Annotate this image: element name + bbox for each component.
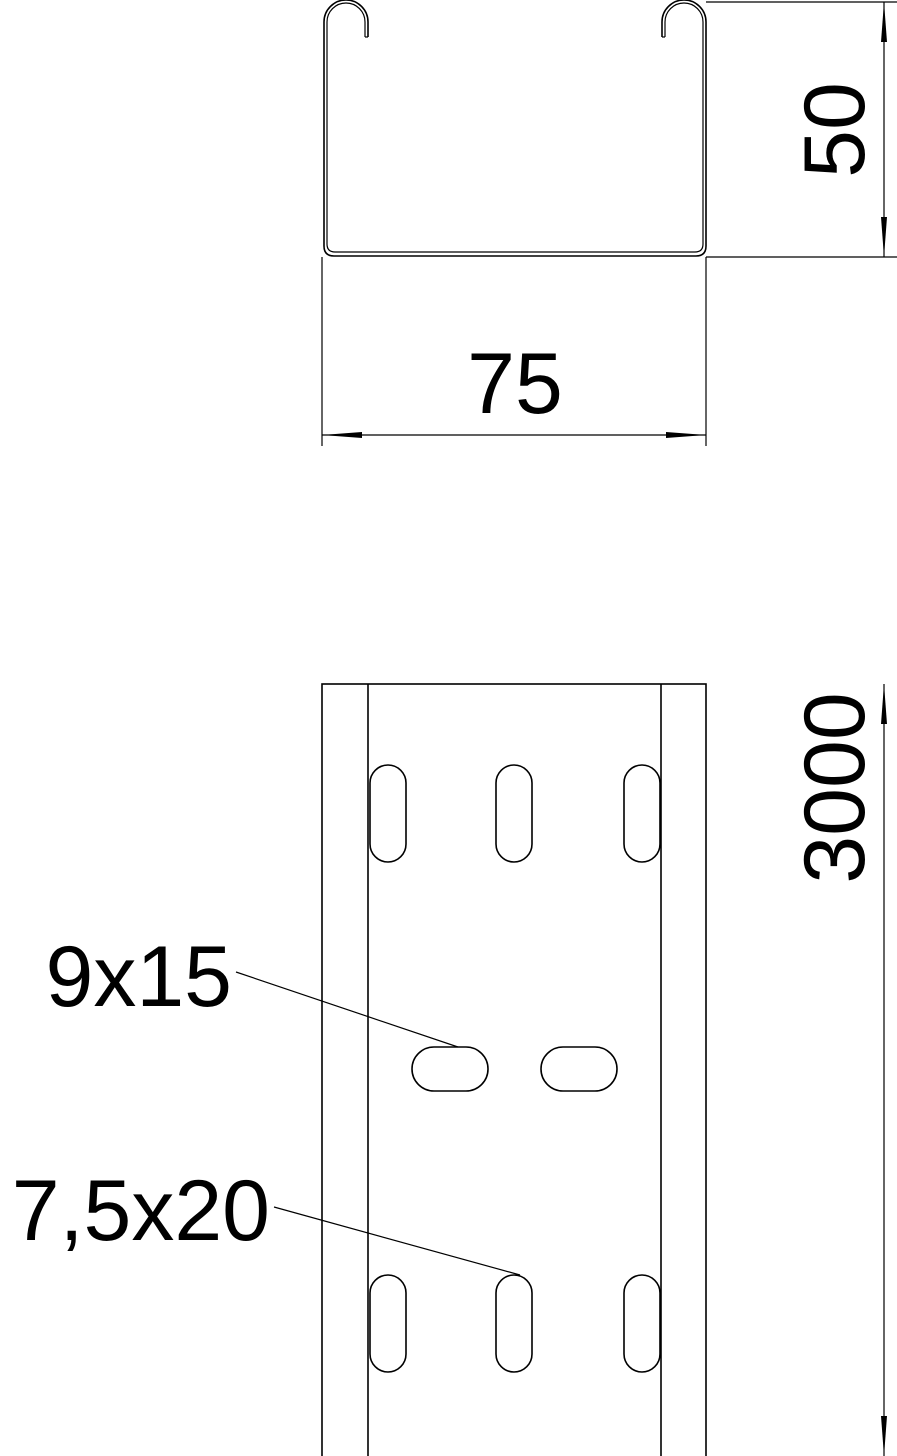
- height-label: 50: [787, 82, 883, 178]
- length-label: 3000: [787, 692, 883, 883]
- vertical-slots-bottom: [369, 1274, 661, 1373]
- cross-section-profile: [323, 0, 707, 257]
- horizontal-slots: [411, 1046, 618, 1092]
- length-dimension: 3000: [787, 684, 887, 1456]
- callout-9x15-label: 9x15: [46, 929, 233, 1025]
- width-dimension: 75: [321, 257, 707, 446]
- callout-7-5x20: 7,5x20: [12, 1163, 521, 1276]
- callout-9x15: 9x15: [46, 929, 459, 1048]
- height-dimension: 50: [706, 1, 897, 258]
- vertical-slots-top: [369, 764, 661, 863]
- top-view: [321, 683, 707, 1456]
- callout-7-5x20-label: 7,5x20: [12, 1163, 270, 1259]
- width-label: 75: [467, 336, 563, 432]
